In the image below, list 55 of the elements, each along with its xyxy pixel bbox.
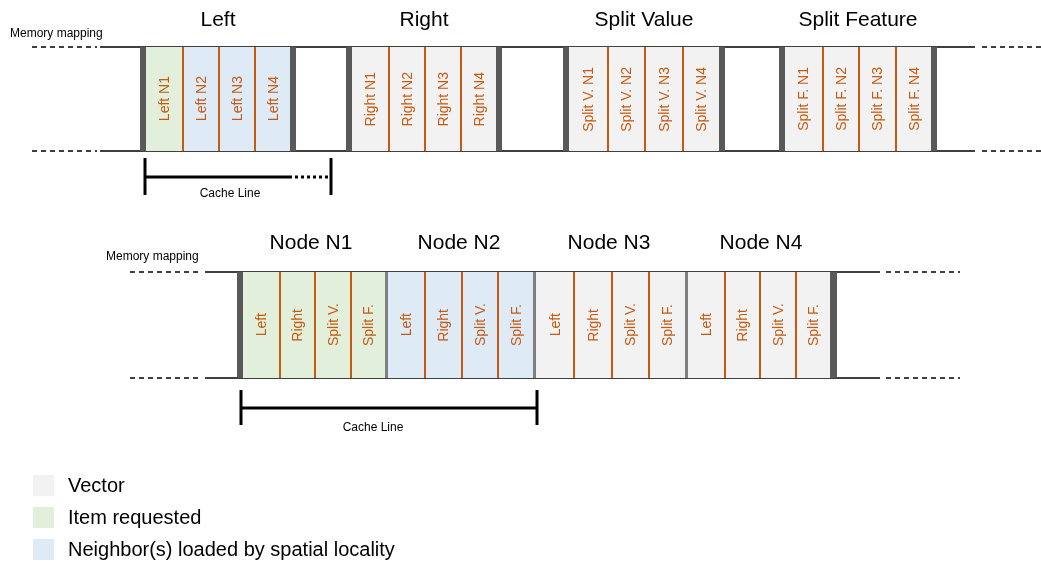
memory-cell: Left — [388, 272, 425, 378]
memory-cell: Right N4 — [460, 47, 496, 151]
legend-label: Vector — [68, 473, 125, 497]
memory-cell: Left N4 — [254, 47, 290, 151]
dimension-label: Cache Line — [342, 420, 404, 434]
memory-cell: Split V. — [759, 272, 795, 378]
memory-cell: Split V. N3 — [644, 47, 682, 151]
memory-cell: Right N1 — [352, 47, 388, 151]
block-heading: Node N2 — [417, 230, 501, 254]
axis-label: Memory mapping — [106, 249, 199, 263]
memory-cell: Split F. N1 — [785, 47, 822, 151]
memory-cell: Right — [573, 272, 611, 378]
block-heading: Node N1 — [269, 230, 353, 254]
memory-cell: Right — [424, 272, 461, 378]
memory-cell: Split F. — [496, 272, 533, 378]
block-heading: Split Value — [594, 7, 694, 31]
memory-cell: Split V. — [460, 272, 497, 378]
block-heading: Node N3 — [567, 230, 651, 254]
memory-cell: Right — [723, 272, 759, 378]
memory-cell: Split F. — [349, 272, 385, 378]
memory-cell: Right — [278, 272, 314, 378]
memory-block — [346, 47, 502, 151]
memory-cell: Left N2 — [182, 47, 218, 151]
memory-cell: Split V. N4 — [681, 47, 719, 151]
memory-cell: Split F. — [794, 272, 830, 378]
memory-block — [779, 47, 937, 151]
memory-cell: Split F. N2 — [821, 47, 858, 151]
memory-cell: Split F. N3 — [858, 47, 895, 151]
memory-cell: Left — [688, 272, 724, 378]
memory-cell: Split V. N2 — [606, 47, 644, 151]
block-heading: Right — [399, 7, 449, 31]
block-heading: Node N4 — [719, 230, 803, 254]
memory-block — [563, 47, 725, 151]
legend-label: Neighbor(s) loaded by spatial locality — [68, 537, 395, 561]
memory-cell: Split V. N1 — [569, 47, 607, 151]
memory-cell: Left — [243, 272, 279, 378]
memory-block — [533, 272, 685, 378]
memory-cell: Split F. — [647, 272, 685, 378]
memory-block — [385, 272, 533, 378]
memory-cell: Split F. N4 — [894, 47, 931, 151]
memory-cell: Split V. — [314, 272, 350, 378]
memory-block — [140, 47, 296, 151]
memory-block — [685, 272, 837, 378]
memory-cell: Right N2 — [388, 47, 424, 151]
memory-cell: Split V. — [610, 272, 648, 378]
dimension-label: Cache Line — [199, 186, 261, 200]
legend-label: Item requested — [68, 505, 202, 529]
memory-cell: Right N3 — [424, 47, 460, 151]
memory-cell: Left N1 — [146, 47, 182, 151]
axis-label: Memory mapping — [10, 26, 103, 40]
block-heading: Split Feature — [798, 7, 918, 31]
block-heading: Left — [200, 7, 236, 31]
memory-block — [237, 272, 385, 378]
memory-cell: Left — [536, 272, 574, 378]
memory-cell: Left N3 — [218, 47, 254, 151]
